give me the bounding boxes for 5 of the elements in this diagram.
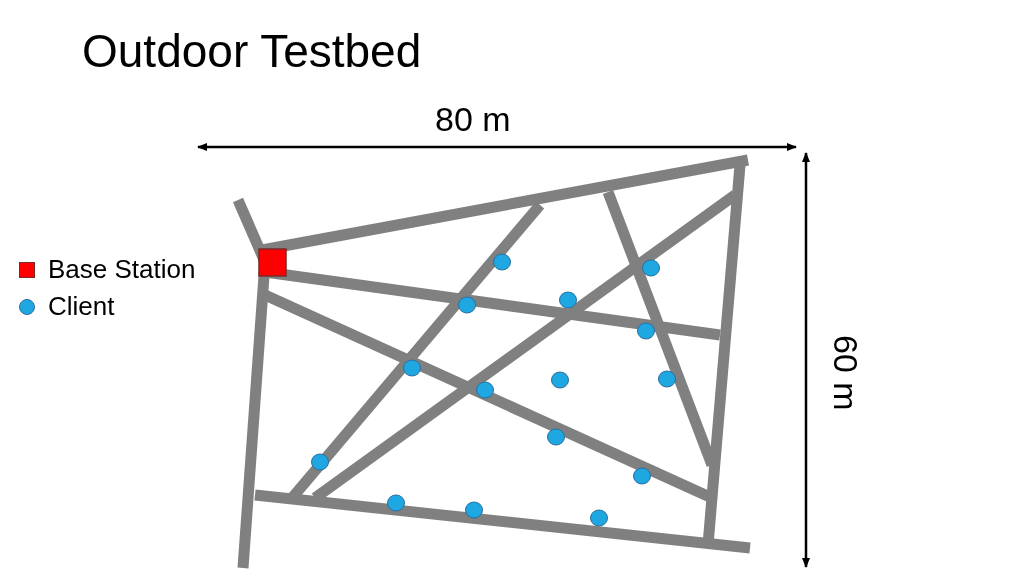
dimension-label: 60 m: [826, 335, 865, 411]
dimension-label: 80 m: [435, 100, 511, 139]
slide-title: Outdoor Testbed: [82, 24, 422, 78]
legend-label: Base Station: [48, 254, 196, 285]
legend-label: Client: [48, 291, 115, 322]
